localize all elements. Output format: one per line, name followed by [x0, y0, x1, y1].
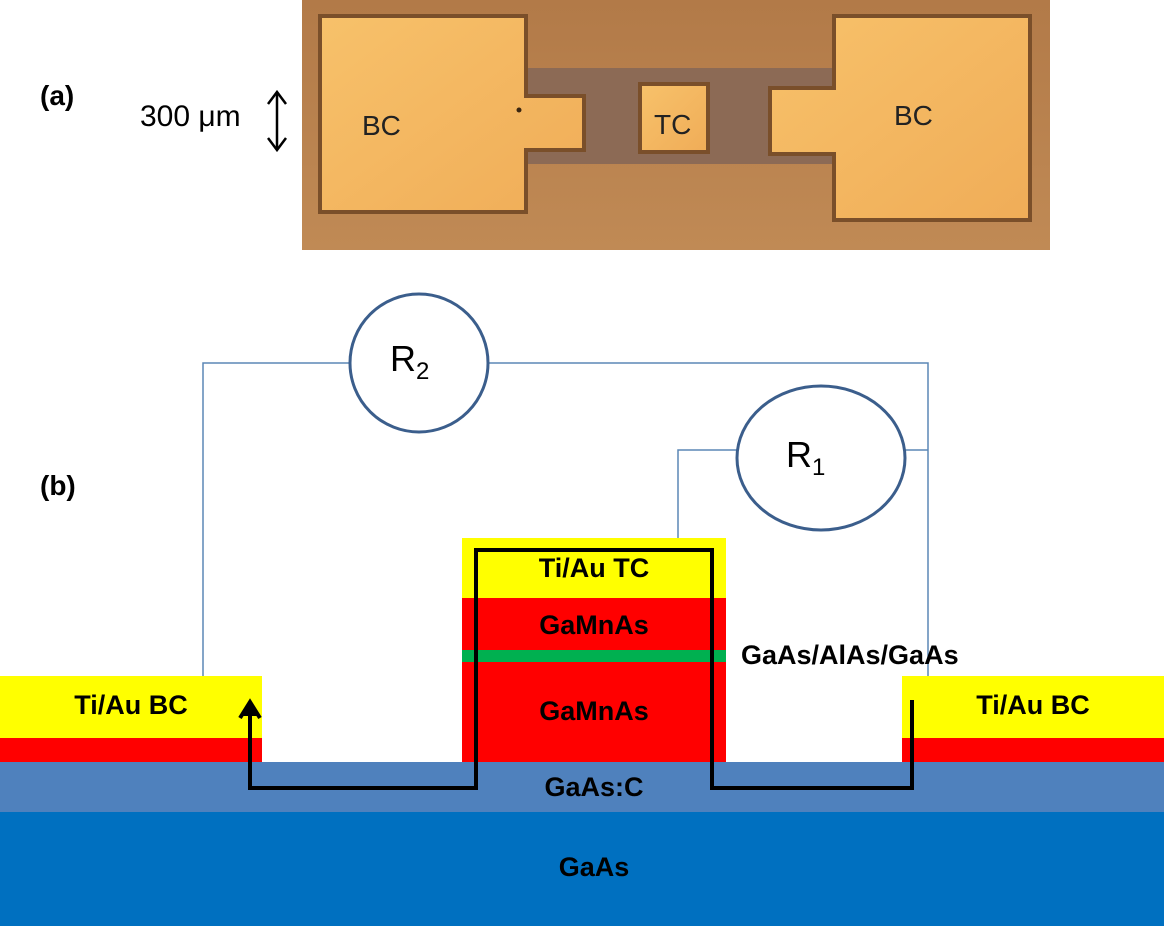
r1-sub: 1	[812, 454, 826, 482]
panel-b-label: (b)	[40, 470, 76, 501]
right-bc-red-layer	[902, 738, 1164, 762]
scale-text: 300 μm	[140, 100, 241, 133]
gamnas-top-label: GaMnAs	[539, 610, 649, 640]
r2-wire-left	[202, 362, 350, 676]
gaas-label: GaAs	[558, 852, 630, 882]
barrier-label: GaAs/AlAs/GaAs	[741, 640, 959, 670]
barrier-layer	[462, 650, 726, 662]
bc-left-label: Ti/Au BC	[74, 690, 188, 720]
r2-sub: 2	[416, 358, 430, 386]
bc-right-label: Ti/Au BC	[976, 690, 1090, 720]
left-bc-red-layer	[0, 738, 262, 762]
r2-label: R2	[390, 338, 429, 386]
left-pad	[322, 18, 582, 210]
defect-dot	[516, 107, 522, 113]
pad-right-label: BC	[894, 100, 933, 131]
panel-a-label: (a)	[40, 80, 75, 111]
scale-label: 300 μm	[140, 100, 241, 134]
r1-main: R	[786, 434, 812, 475]
pad-center-label: TC	[654, 109, 691, 140]
tc-contact-label: Ti/Au TC	[538, 553, 650, 583]
scale-arrow-icon	[267, 89, 287, 153]
pad-left-label: BC	[362, 110, 401, 141]
r1-wire-left	[677, 449, 738, 538]
right-pad	[772, 18, 1028, 218]
r1-label: R1	[786, 434, 825, 482]
r2-main: R	[390, 338, 416, 379]
gamnas-bottom-label: GaMnAs	[539, 696, 649, 726]
gaas-c-label: GaAs:C	[544, 772, 644, 802]
device-micrograph: BC TC BC	[302, 0, 1050, 250]
center-pad	[642, 86, 706, 150]
